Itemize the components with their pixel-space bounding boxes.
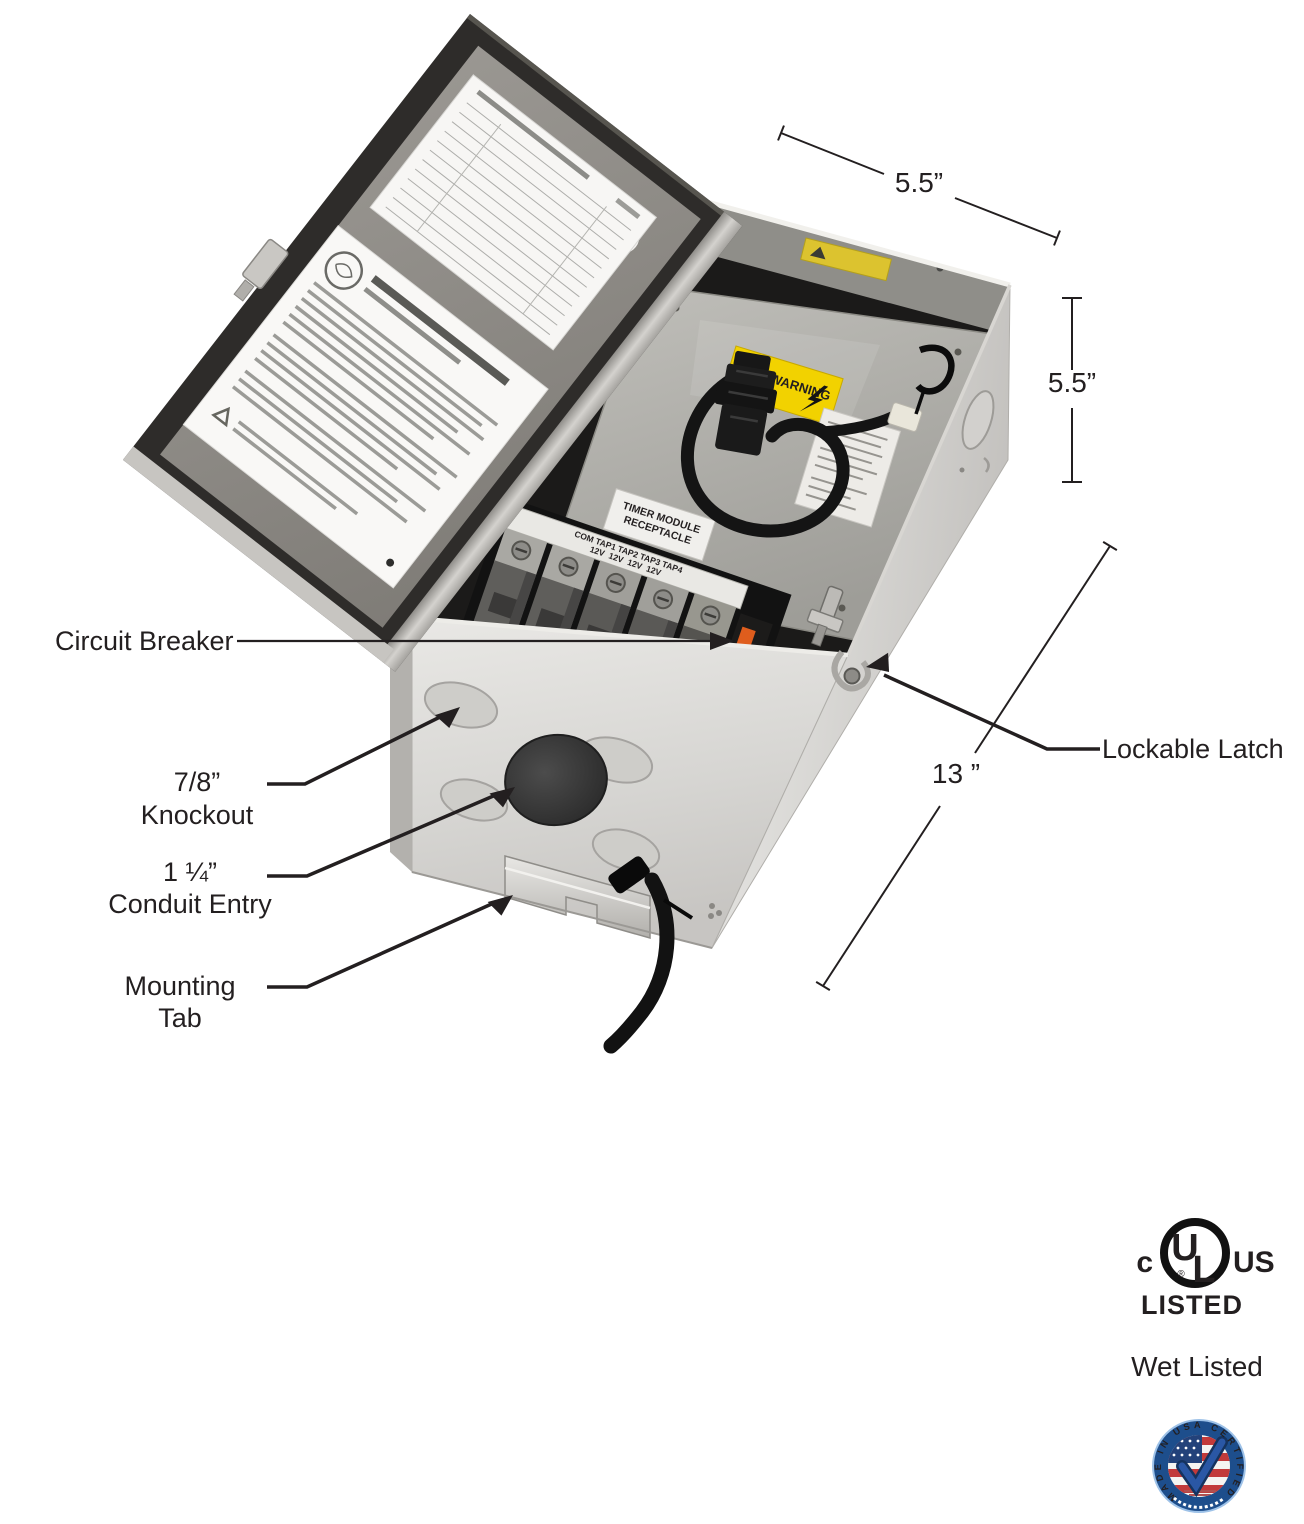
ul-registered-symbol: ®	[1177, 1269, 1185, 1280]
top-rim	[699, 197, 1011, 288]
callouts: Circuit Breaker 7/8” Knockout 1 ¼” Condu…	[55, 626, 1284, 1033]
callout-knockout-name: Knockout	[141, 800, 254, 830]
power-plug	[714, 350, 778, 456]
door-chart-label	[369, 74, 658, 351]
check-mark-icon	[1178, 1438, 1226, 1493]
callout-conduit-name: Conduit Entry	[108, 889, 272, 919]
front-panel	[390, 617, 849, 949]
agency-logo-icon	[324, 251, 364, 290]
side-knockout-oval	[961, 390, 995, 450]
dimension-tick	[777, 125, 785, 141]
zip-tie-tail	[914, 389, 926, 415]
plate-screw	[838, 604, 846, 612]
latch-hasp	[831, 650, 871, 692]
arrowhead	[434, 707, 460, 729]
door-edge-top	[466, 14, 743, 230]
arrowhead	[489, 787, 515, 808]
dimension-top-width: 5.5”	[777, 125, 1061, 246]
output-cord	[603, 856, 694, 1054]
dimension-side-height-text: 5.5”	[1048, 367, 1096, 398]
dimension-tick	[815, 981, 831, 991]
dimensions: 5.5” 5.5” 13 ”	[777, 125, 1118, 991]
rivet	[716, 910, 722, 916]
certifications: U L ® c US LISTED Wet Listed	[1131, 1218, 1275, 1513]
latch-catch-clip	[233, 238, 289, 302]
mounting-tab	[504, 855, 651, 939]
cord-tie	[662, 898, 694, 920]
ul-letter-u: U	[1171, 1227, 1198, 1269]
ul-listed-text: LISTED	[1141, 1290, 1243, 1320]
zip-tie	[915, 344, 955, 395]
badge-bottom-arc-microtext	[1173, 1496, 1225, 1509]
ul-us-text: US	[1233, 1246, 1275, 1279]
plate-screw	[954, 348, 962, 356]
badge-outer-border	[1152, 1419, 1246, 1513]
rivet	[709, 903, 715, 909]
leader-line-mounting-tab	[267, 900, 497, 989]
door-flange-bottom	[122, 446, 394, 663]
lockable-latch	[806, 585, 871, 692]
dimension-length: 13 ”	[815, 541, 1118, 991]
front-rim	[411, 615, 849, 658]
caution-strip-sticker	[800, 237, 892, 282]
dimension-side-height: 5.5”	[1048, 297, 1096, 483]
dimension-tick	[1053, 230, 1061, 246]
arrowhead	[710, 632, 734, 650]
callout-conduit-size: 1 ¼”	[163, 857, 217, 887]
callout-mounting-line2: Tab	[158, 1003, 202, 1033]
arrowhead	[866, 652, 890, 673]
leader-line-latch	[883, 673, 1100, 751]
door-panel	[122, 14, 743, 672]
ul-listed-mark: U L ® c US LISTED	[1136, 1218, 1275, 1320]
label-warning-triangle-icon	[211, 406, 231, 428]
leader-line-knockout	[267, 714, 443, 786]
ul-letter-l: L	[1192, 1249, 1215, 1291]
left-side-sliver	[390, 618, 412, 872]
made-in-usa-badge: MADE IN USA CERTIFIED	[1152, 1419, 1246, 1513]
side-mark	[983, 457, 990, 473]
arrowhead	[487, 895, 513, 916]
wet-listed-text: Wet Listed	[1131, 1351, 1263, 1382]
ul-circle	[1160, 1218, 1230, 1288]
dimension-length-text: 13 ”	[932, 758, 980, 789]
ul-c-text: c	[1136, 1246, 1153, 1279]
latch-keyhole	[843, 667, 861, 685]
leader-line-conduit	[267, 792, 499, 878]
rivet	[959, 467, 965, 473]
callout-lockable-latch: Lockable Latch	[1102, 734, 1284, 764]
door-flange	[377, 211, 743, 672]
dimension-top-width-text: 5.5”	[895, 167, 943, 198]
cord-bushing	[887, 402, 923, 432]
callout-knockout-size: 7/8”	[174, 767, 221, 797]
mounting-tab-ridge	[504, 866, 651, 910]
rivet	[708, 913, 714, 919]
right-rim	[846, 284, 1012, 656]
callout-mounting-line1: Mounting	[124, 971, 235, 1001]
door-spec-label	[182, 224, 549, 589]
lightning-bolt-icon	[799, 385, 829, 412]
conduit-entry-hole	[504, 733, 608, 827]
callout-circuit-breaker: Circuit Breaker	[55, 626, 234, 656]
